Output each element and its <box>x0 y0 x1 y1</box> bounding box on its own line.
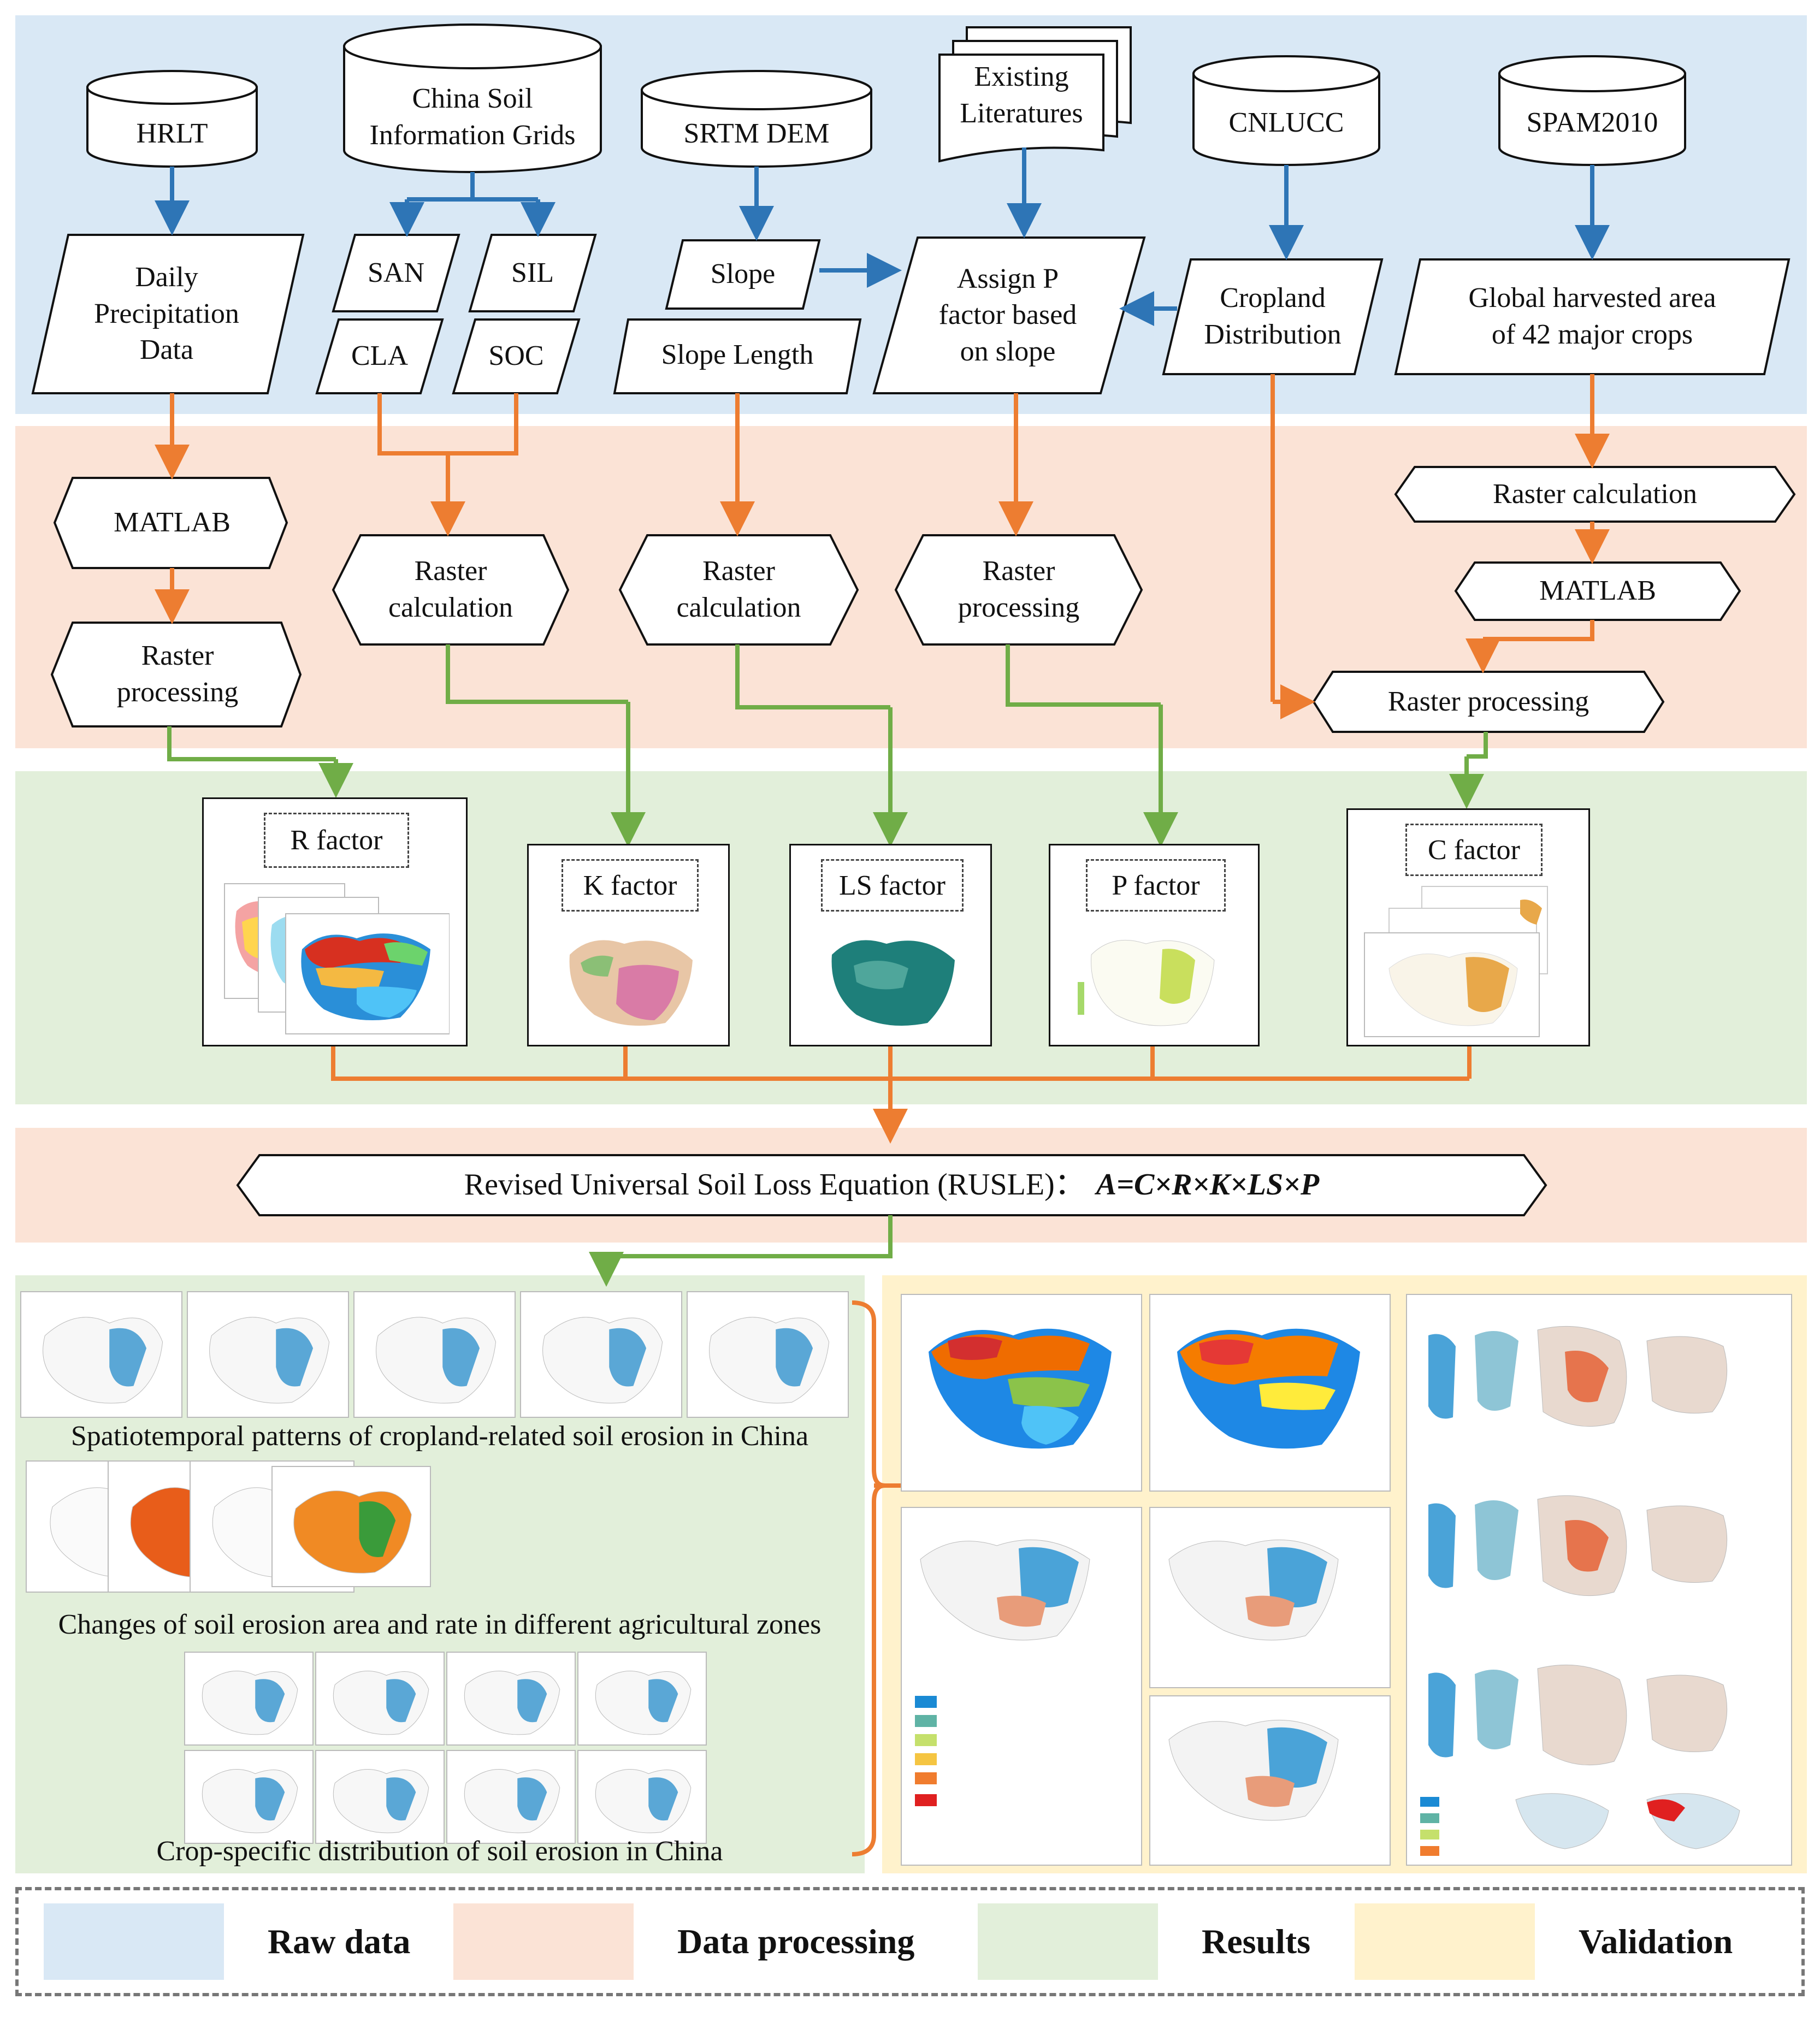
source-spam: SPAM2010 <box>1526 107 1658 138</box>
results-caption-crop: Crop-specific distribution of soil erosi… <box>156 1836 723 1867</box>
process-raster-calculation-c: Raster calculation <box>1493 478 1697 510</box>
legend-data-processing-swatch <box>453 1903 634 1980</box>
cylinder-china-soil <box>343 23 602 173</box>
process-matlab-1: MATLAB <box>114 507 231 539</box>
legend-data-processing-label: Data processing <box>677 1922 915 1961</box>
results-caption-spatiotemporal: Spatiotemporal patterns of cropland-rela… <box>70 1421 809 1452</box>
source-cnlucc: CNLUCC <box>1228 107 1344 138</box>
input-harvested: Global harvested area of 42 major crops <box>1468 282 1716 350</box>
hex-raster-calc-k <box>332 534 570 646</box>
input-assign-p: Assign P factor based on slope <box>938 263 1077 367</box>
source-china-soil: China Soil Information Grids <box>369 83 576 151</box>
results-thumbnails <box>20 1291 849 1844</box>
rusle-label: Revised Universal Soil Loss Equation (RU… <box>464 1168 1085 1202</box>
ls-factor-map <box>831 940 955 1026</box>
para-sil <box>468 234 597 312</box>
rusle-equation: Revised Universal Soil Loss Equation (RU… <box>262 1158 1521 1212</box>
source-hrlt: HRLT <box>136 117 208 149</box>
process-matlab-2: MATLAB <box>1539 575 1656 607</box>
cylinder-hrlt <box>86 70 258 168</box>
r-factor-box: R factor <box>202 797 468 1046</box>
cylinder-spam <box>1498 55 1686 166</box>
k-factor-box: K factor <box>527 844 730 1046</box>
input-cropland: Cropland Distribution <box>1204 282 1342 350</box>
para-precip <box>31 234 305 394</box>
input-san: SAN <box>367 257 425 288</box>
hex-raster-calc-c <box>1394 466 1796 523</box>
para-cropland <box>1162 258 1384 375</box>
literature-docs <box>938 26 1132 163</box>
r-factor-map <box>224 883 450 1034</box>
ls-factor-box: LS factor <box>789 844 992 1046</box>
cylinder-srtm <box>641 70 872 168</box>
c-factor-map <box>1364 886 1548 1037</box>
para-slope-length <box>613 318 862 394</box>
hex-matlab2 <box>1454 561 1741 621</box>
para-assign-p <box>872 236 1146 394</box>
input-slope: Slope <box>710 258 776 290</box>
k-factor-map <box>569 940 693 1026</box>
legend-raw-data-swatch <box>44 1903 224 1980</box>
source-srtm: SRTM DEM <box>683 117 830 149</box>
legend-raw-data: Raw data <box>44 1903 410 1980</box>
k-factor-label: K factor <box>562 859 699 912</box>
process-raster-processing-c: Raster processing <box>1387 685 1589 717</box>
r-factor-label: R factor <box>264 813 409 868</box>
c-factor-label: C factor <box>1405 824 1543 876</box>
hex-rusle <box>236 1154 1547 1216</box>
process-raster-processing-p: Raster processing <box>958 555 1080 623</box>
ls-factor-label: LS factor <box>821 859 964 912</box>
input-precip: Daily Precipitation Data <box>94 262 239 366</box>
para-soc <box>452 318 581 394</box>
hex-raster-proc1 <box>50 622 302 727</box>
legend-box <box>15 1887 1805 1996</box>
validation-thumbnails <box>901 1294 1792 1866</box>
input-sil: SIL <box>511 257 554 288</box>
process-raster-processing-1: Raster processing <box>116 640 239 708</box>
para-harvested <box>1394 258 1791 375</box>
hex-matlab1 <box>53 477 288 569</box>
legend-validation-swatch <box>1355 1903 1535 1980</box>
input-soc: SOC <box>488 340 544 372</box>
legend-results: Results <box>978 1903 1310 1980</box>
para-cla <box>315 318 444 394</box>
input-cla: CLA <box>351 340 408 372</box>
process-raster-calculation-k: Raster calculation <box>388 555 513 623</box>
source-literature: Existing Literatures <box>960 61 1083 129</box>
hex-raster-calc-ls <box>618 534 859 646</box>
legend-validation: Validation <box>1355 1903 1733 1980</box>
rusle-formula: A=C×R×K×LS×P <box>1096 1168 1320 1202</box>
legend-results-label: Results <box>1202 1922 1311 1961</box>
p-factor-map <box>1078 939 1215 1026</box>
p-factor-label: P factor <box>1086 859 1226 912</box>
legend-raw-data-label: Raw data <box>268 1922 411 1961</box>
legend-results-swatch <box>978 1903 1158 1980</box>
cylinder-cnlucc <box>1192 55 1380 166</box>
hex-raster-proc-p <box>894 534 1143 646</box>
input-slope-length: Slope Length <box>661 339 814 370</box>
p-factor-box: P factor <box>1049 844 1260 1046</box>
process-raster-calculation-ls: Raster calculation <box>676 555 801 623</box>
legend-data-processing: Data processing <box>453 1903 914 1980</box>
legend-validation-label: Validation <box>1579 1922 1733 1961</box>
c-factor-box: C factor <box>1346 808 1590 1046</box>
results-caption-zones: Changes of soil erosion area and rate in… <box>58 1609 822 1640</box>
